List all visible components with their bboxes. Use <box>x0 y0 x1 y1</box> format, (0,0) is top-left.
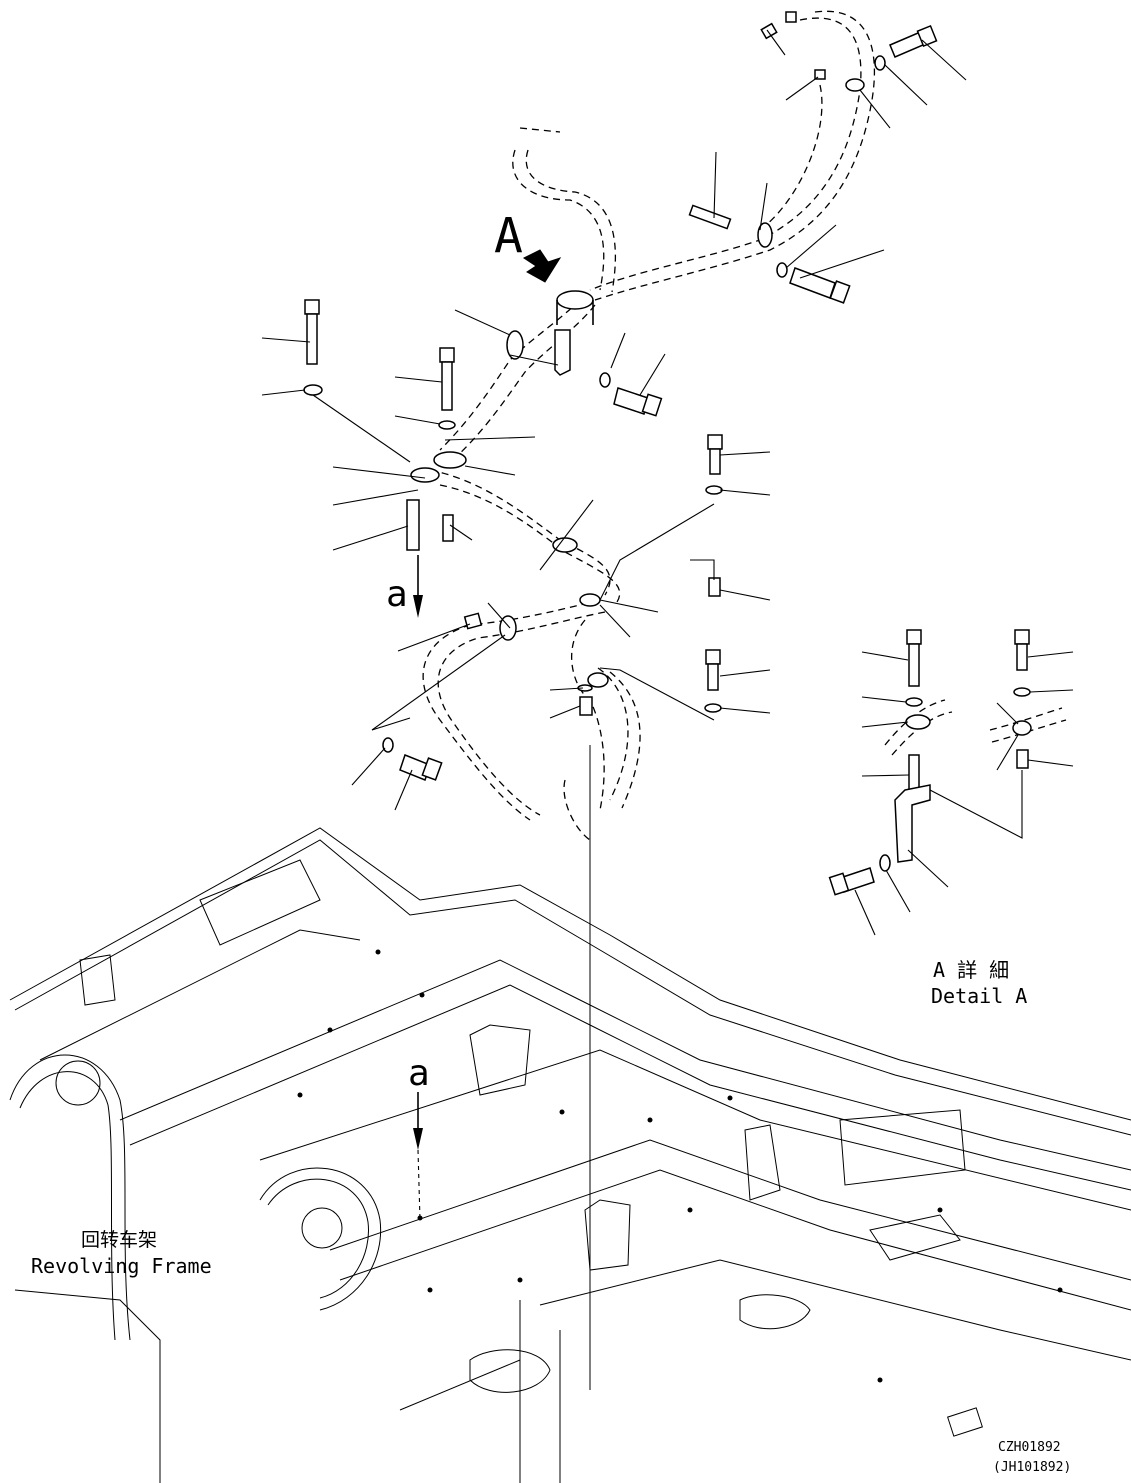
hose-clamp <box>433 451 467 469</box>
section-marker-lower: a <box>408 1053 430 1094</box>
washer <box>438 420 456 430</box>
bolt <box>707 434 723 475</box>
bolt <box>1014 629 1030 671</box>
detail-title-jp: A 詳 細 <box>933 958 1009 982</box>
hose-clamp <box>506 330 524 360</box>
spacer <box>579 696 593 716</box>
washer <box>879 854 891 872</box>
hose-clamp <box>552 537 578 553</box>
bolt <box>705 649 721 691</box>
bolt <box>439 347 455 411</box>
hose-clamp <box>757 222 773 248</box>
leader-lines <box>261 29 967 811</box>
hose-assembly <box>422 10 875 841</box>
hose-clamp <box>845 78 865 92</box>
washer <box>776 262 788 278</box>
washer <box>905 697 923 707</box>
mounting-holes <box>297 949 1063 1383</box>
spacer <box>463 612 483 630</box>
washer <box>874 55 886 71</box>
bracket <box>894 784 931 863</box>
bolt <box>399 754 443 781</box>
bolt <box>889 24 938 58</box>
hose-clamp <box>556 290 594 325</box>
frame-label-en: Revolving Frame <box>31 1254 212 1278</box>
frame-label-jp: 回转车架 <box>81 1229 157 1251</box>
section-arrow-upper <box>413 555 423 618</box>
spacer <box>406 499 420 551</box>
fasteners <box>303 11 938 781</box>
washer <box>705 485 723 495</box>
washer <box>303 384 323 396</box>
detail-a-view <box>828 629 1074 936</box>
view-arrow-a <box>523 249 562 283</box>
bolt <box>789 267 851 304</box>
spacer <box>442 514 454 542</box>
washer <box>1013 687 1031 697</box>
detail-title-en: Detail A <box>931 984 1027 1008</box>
bolt <box>828 867 875 896</box>
hose-section <box>989 707 1067 743</box>
washer <box>382 737 394 753</box>
section-marker-upper: a <box>386 574 408 615</box>
hose-clamp <box>587 672 609 688</box>
fitting <box>760 11 826 80</box>
section-arrow-lower <box>413 1092 423 1221</box>
drawing-code-primary: CZH01892 <box>998 1440 1061 1455</box>
hose-clamp <box>410 467 440 483</box>
spacer <box>708 577 721 597</box>
bolt <box>906 629 922 687</box>
revolving-frame <box>9 745 1131 1483</box>
spacer <box>1016 749 1029 769</box>
hose-section <box>884 699 953 756</box>
clamps <box>410 78 865 688</box>
bolt <box>613 387 663 417</box>
washer <box>704 703 722 713</box>
bolt <box>304 299 320 365</box>
bracket <box>554 329 571 376</box>
view-marker-a: A <box>494 208 523 264</box>
spacer <box>688 204 732 230</box>
washer <box>599 372 611 388</box>
drawing-code-secondary: (JH101892) <box>993 1460 1071 1475</box>
hose-clamp <box>579 593 601 607</box>
